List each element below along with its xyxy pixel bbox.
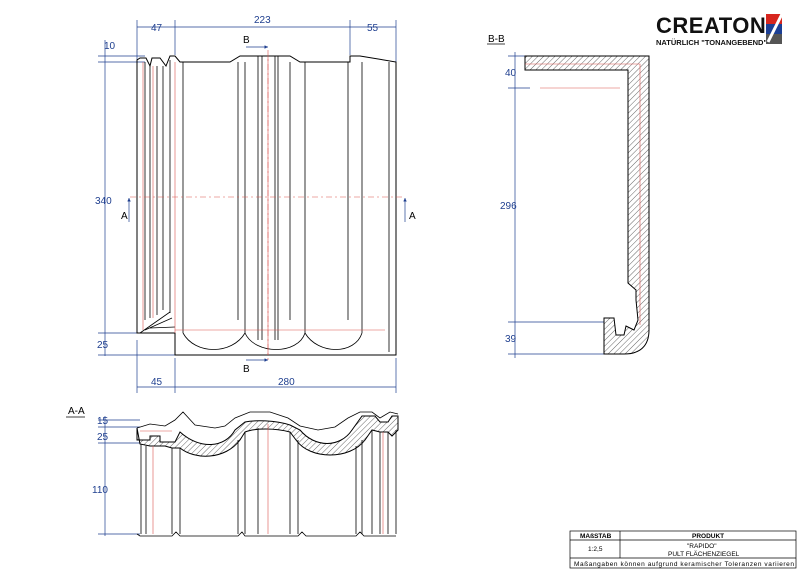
dim-bb-40: 40 <box>505 68 517 79</box>
section-a-a: A-A 15 25 110 <box>66 406 399 537</box>
title-block: MAßSTAB PRODUKT 1:2,5 "RAPIDO" PULT FLÄC… <box>569 530 797 569</box>
dim-top-55: 55 <box>367 23 379 34</box>
dim-left-10: 10 <box>104 41 116 52</box>
dim-left-25: 25 <box>97 340 109 351</box>
dim-bb-296: 296 <box>500 201 517 212</box>
dim-top-47: 47 <box>151 23 163 34</box>
product-name: "RAPIDO" <box>687 543 717 550</box>
dim-bb-39: 39 <box>505 334 517 345</box>
section-mark-a-right: A <box>409 211 416 222</box>
dim-aa-25: 25 <box>97 432 109 443</box>
logo-emblem-icon <box>766 9 786 44</box>
section-bb-title: B-B <box>488 34 505 45</box>
scale-value: 1:2,5 <box>588 546 603 553</box>
disclaimer-text: Maßangaben können aufgrund keramischer T… <box>574 561 794 568</box>
scale-label: MAßSTAB <box>580 533 612 540</box>
creaton-logo: CREATON NATÜRLICH "TONANGEBEND" <box>656 9 786 47</box>
section-mark-b-top: B <box>243 35 250 46</box>
dim-bottom-280: 280 <box>278 377 295 388</box>
plan-view: 47 223 55 10 340 25 45 280 <box>95 15 416 393</box>
dim-bottom-45: 45 <box>151 377 163 388</box>
section-b-b: B-B 40 296 39 <box>487 34 650 358</box>
section-aa-title: A-A <box>68 406 85 417</box>
product-desc: PULT FLÄCHENZIEGEL <box>668 550 740 558</box>
logo-name: CREATON <box>656 13 766 38</box>
dim-top-223: 223 <box>254 15 271 26</box>
product-label: PRODUKT <box>692 533 724 540</box>
dim-aa-15: 15 <box>97 416 109 427</box>
section-mark-a-left: A <box>121 211 128 222</box>
section-mark-b-bottom: B <box>243 364 250 375</box>
logo-tagline: NATÜRLICH "TONANGEBEND" <box>656 38 767 47</box>
dim-left-340: 340 <box>95 196 112 207</box>
dim-aa-110: 110 <box>92 485 108 496</box>
